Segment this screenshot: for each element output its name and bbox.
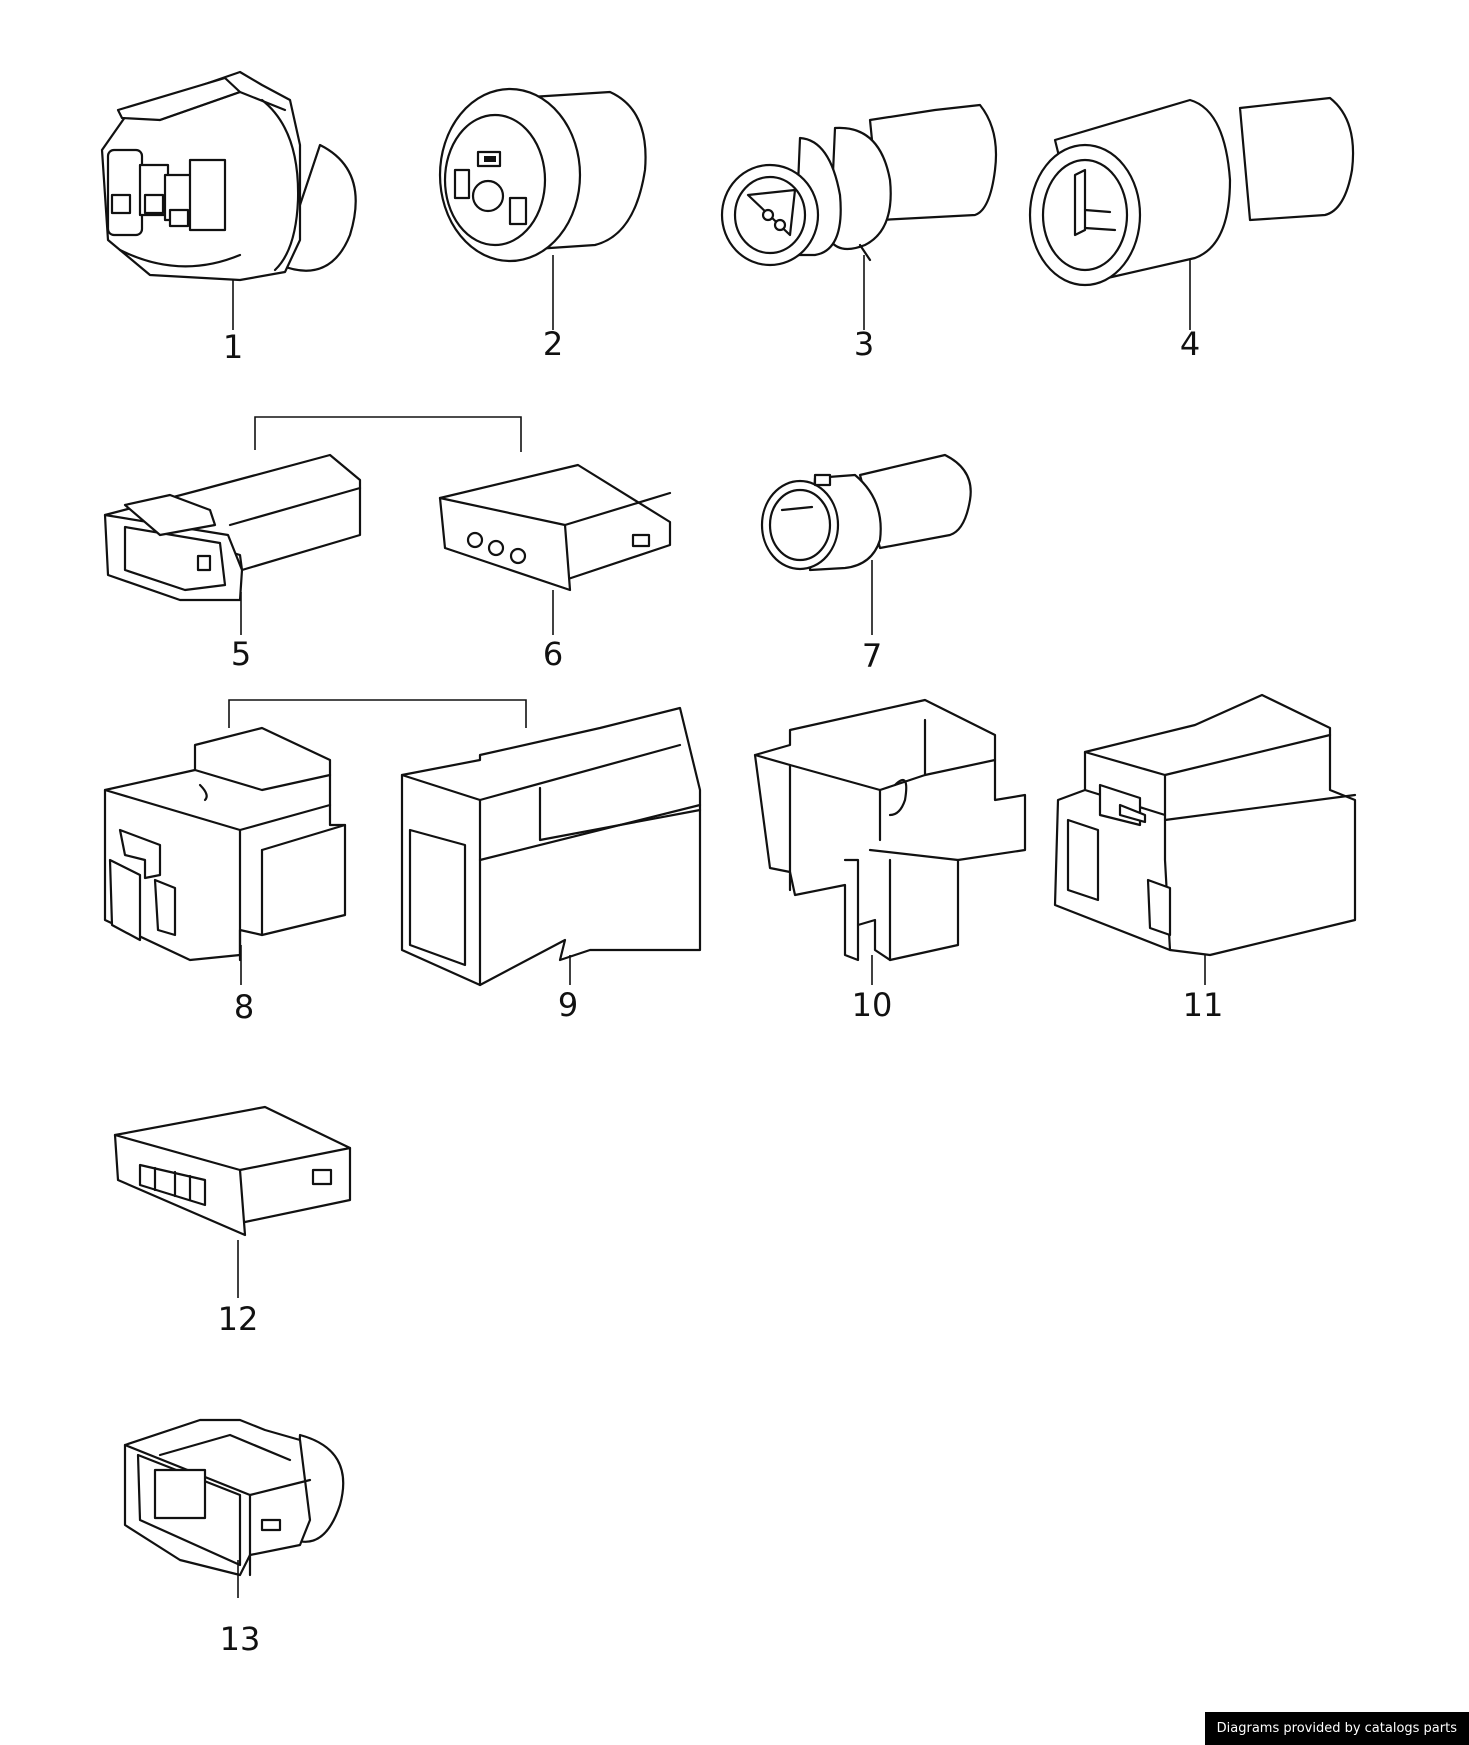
callout-11: 11 [1183, 986, 1224, 1024]
part-6-pin-block[interactable] [438, 463, 672, 592]
callout-8: 8 [234, 988, 254, 1026]
callout-3: 3 [854, 325, 874, 363]
part-8-housing[interactable] [103, 726, 347, 962]
callout-4: 4 [1180, 325, 1200, 363]
part-11-housing[interactable] [1053, 693, 1357, 957]
callout-13: 13 [220, 1620, 261, 1658]
callout-12: 12 [218, 1300, 259, 1338]
part-5-housing[interactable] [103, 453, 362, 602]
part-1-connector[interactable] [100, 70, 357, 282]
part-10-clip-housing[interactable] [753, 698, 1027, 962]
callout-5: 5 [231, 635, 251, 673]
callout-7: 7 [862, 637, 882, 675]
callout-2: 2 [543, 325, 563, 363]
part-12-pin-block[interactable] [113, 1105, 352, 1237]
part-9-housing[interactable] [400, 706, 702, 987]
callout-10: 10 [852, 986, 893, 1024]
callout-6: 6 [543, 635, 563, 673]
part-13-connector[interactable] [123, 1418, 345, 1577]
callout-1: 1 [223, 328, 243, 366]
part-7-small-plug[interactable] [760, 453, 972, 572]
callout-9: 9 [558, 986, 578, 1024]
part-4-round-plug[interactable] [1028, 96, 1355, 287]
credit-banner: Diagrams provided by catalogs parts [1204, 1712, 1469, 1745]
part-3-inline-coupling[interactable] [720, 103, 998, 267]
part-2-round-socket[interactable] [438, 87, 647, 263]
